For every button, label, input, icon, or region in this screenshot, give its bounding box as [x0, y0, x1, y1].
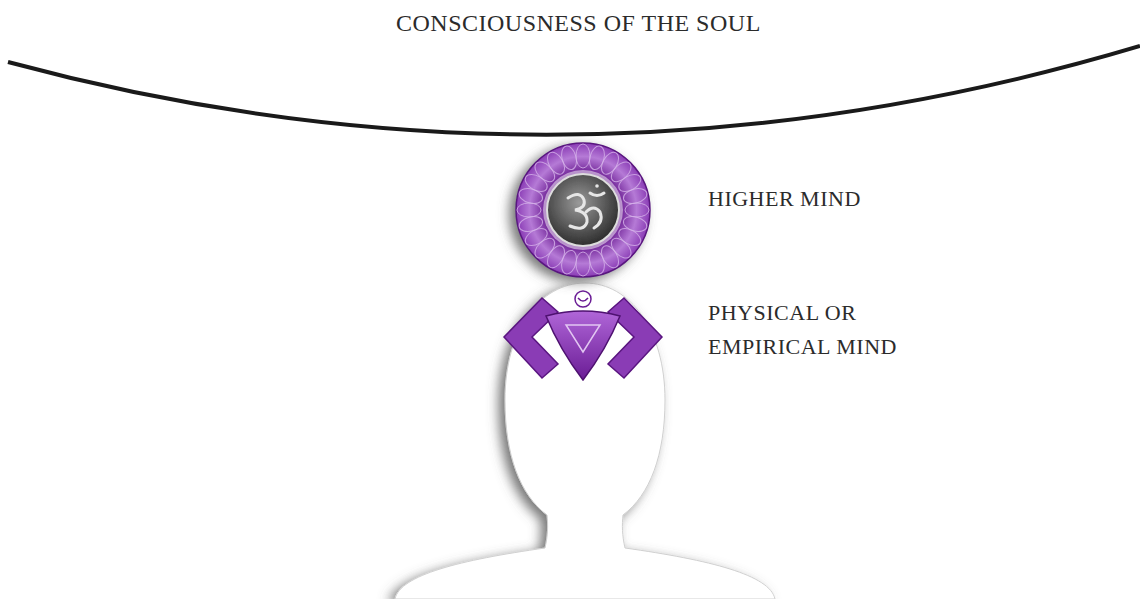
lotus-petal — [587, 144, 607, 171]
lotus-petal — [576, 144, 590, 168]
lotus-petal — [517, 203, 541, 217]
lotus-petal — [517, 186, 544, 206]
om-glyph — [568, 184, 604, 228]
lotus-petal — [622, 214, 649, 234]
ajna-chakra-symbol — [504, 291, 662, 380]
lotus-petal — [544, 243, 568, 271]
lotus-petal — [616, 225, 644, 249]
lotus-petal — [598, 149, 622, 177]
lotus-petal — [576, 252, 590, 276]
mind-label: HIGHER MIND — [708, 184, 1008, 215]
head-silhouette — [395, 283, 775, 599]
lotus-petal — [559, 144, 579, 171]
lotus-petal — [598, 243, 622, 271]
crown-chakra-symbol — [516, 143, 650, 277]
soul-boundary-curve — [8, 46, 1140, 135]
lotus-petal — [625, 203, 649, 217]
lotus-petal — [544, 149, 568, 177]
mind-label: PHYSICAL OR EMPIRICAL MIND — [708, 296, 953, 364]
lotus-petal — [616, 171, 644, 195]
diagram-title: CONSCIOUSNESS OF THE SOUL — [396, 10, 761, 37]
lotus-petal — [522, 171, 550, 195]
lotus-petal — [559, 249, 579, 276]
lotus-petal — [522, 225, 550, 249]
